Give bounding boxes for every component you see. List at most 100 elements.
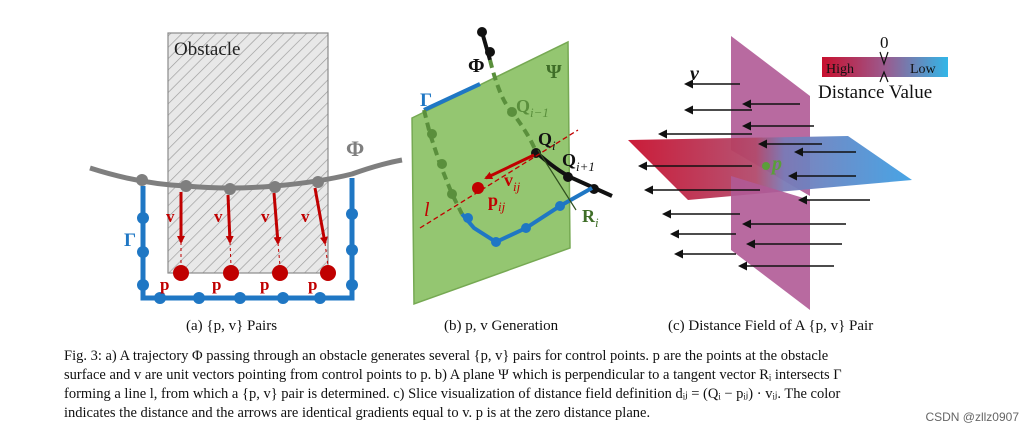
tangent-r-i [537, 149, 577, 211]
polyline-gamma-b [423, 82, 481, 112]
p-label: p [308, 275, 317, 294]
colorbar-high: High [826, 62, 854, 77]
p-point [173, 265, 189, 281]
r-i-label: Ri [582, 206, 599, 230]
v-label: v [261, 207, 270, 226]
colorbar-gradient [822, 57, 948, 77]
gamma-point [154, 292, 166, 304]
line-l [419, 129, 579, 229]
q-prev-label: Qi−1 [516, 96, 549, 120]
caption-line-4: indicates the distance and the arrows ar… [64, 405, 651, 421]
p-point [272, 265, 288, 281]
v-vectors [177, 187, 328, 245]
gamma-point [277, 292, 289, 304]
watermark: CSDN @zllz0907 [925, 410, 1019, 424]
v-dashes [180, 241, 329, 267]
v-label: v [214, 207, 223, 226]
q-next-point [563, 172, 573, 182]
traj-point [180, 180, 192, 192]
panel-b: Ψ Φ Γ l vij pij [411, 27, 613, 306]
q-i-label: Qi [538, 129, 556, 153]
v-label: v [301, 207, 310, 226]
gamma-point [447, 189, 457, 199]
v-arrow [272, 192, 282, 245]
trajectory-control-points [136, 174, 324, 195]
p-point [223, 265, 239, 281]
gamma-points [137, 208, 358, 304]
p-label: p [260, 275, 269, 294]
gamma-label-b: Γ [420, 90, 432, 111]
p-point [320, 265, 336, 281]
q-next-label: Qi+1 [562, 150, 595, 174]
v-arrow [225, 194, 234, 244]
caption-line-1: Fig. 3: a) A trajectory Φ passing throug… [64, 348, 829, 364]
gamma-point [193, 292, 205, 304]
traj-point [224, 183, 236, 195]
v-label: v [166, 207, 175, 226]
obstacle-box [167, 32, 329, 274]
caption-line-2: surface and v are unit vectors pointing … [64, 367, 842, 383]
p-label: p [212, 275, 221, 294]
panel-a: Obstacle Φ Γ [89, 32, 403, 304]
colorbar-title: Distance Value [818, 82, 932, 103]
obstacle-label: Obstacle [174, 39, 240, 60]
zero-plane-front [731, 176, 810, 310]
colorbar: 0 High Low Distance Value [818, 33, 948, 103]
figure-caption: Fig. 3: a) A trajectory Φ passing throug… [64, 347, 976, 423]
v-dash [324, 242, 329, 267]
gamma-label-a: Γ [124, 230, 136, 251]
colorbar-zero: 0 [880, 33, 889, 52]
p-ij-point [472, 182, 484, 194]
gamma-point [137, 279, 149, 291]
gamma-point [137, 212, 149, 224]
p-ij-label: pij [488, 190, 506, 214]
gamma-point [521, 223, 531, 233]
v-arrow [313, 187, 328, 245]
gamma-point [491, 237, 501, 247]
colorbar-low: Low [910, 62, 937, 77]
phi-point [485, 47, 495, 57]
gamma-b-points [427, 129, 565, 247]
subcaption-b: (b) p, v Generation [444, 318, 559, 334]
l-label: l [424, 199, 430, 221]
colorbar-zero-marker [879, 51, 889, 83]
p-label: p [160, 275, 169, 294]
p-point-c [762, 162, 770, 170]
phi-label-b: Φ [468, 55, 485, 77]
polyline-gamma-b-front [460, 186, 593, 245]
polyline-gamma [140, 178, 355, 301]
panel-c: v p 0 High Low Distance Value [628, 33, 948, 310]
gamma-point [437, 159, 447, 169]
v-ij-label: vij [504, 170, 521, 194]
p-labels: p p p p [160, 275, 317, 294]
gamma-point [463, 213, 473, 223]
v-dash [277, 242, 281, 267]
v-ij-arrow [484, 153, 535, 180]
gamma-point [314, 292, 326, 304]
traj-point [312, 176, 324, 188]
subcaption-c: (c) Distance Field of A {p, v} Pair [668, 318, 874, 334]
v-labels: v v v v [166, 207, 310, 226]
gradient-arrows [638, 79, 870, 271]
caption-line-3: forming a line l, from which a {p, v} pa… [64, 386, 841, 402]
gamma-point [427, 129, 437, 139]
p-label-c: p [770, 153, 782, 175]
phi-label-a: Φ [346, 136, 364, 161]
traj-point [269, 181, 281, 193]
subcaption-a: (a) {p, v} Pairs [186, 318, 278, 334]
gamma-point [234, 292, 246, 304]
gamma-point [555, 201, 565, 211]
gamma-point [346, 208, 358, 220]
gamma-point [346, 279, 358, 291]
gamma-point [137, 246, 149, 258]
q-prev-point [507, 107, 517, 117]
phi-point [589, 184, 599, 194]
gamma-point [346, 244, 358, 256]
psi-label: Ψ [546, 61, 562, 83]
traj-point [136, 174, 148, 186]
v-dash [229, 241, 232, 267]
v-label-c: v [690, 63, 700, 85]
phi-point [477, 27, 487, 37]
p-points [173, 265, 336, 281]
